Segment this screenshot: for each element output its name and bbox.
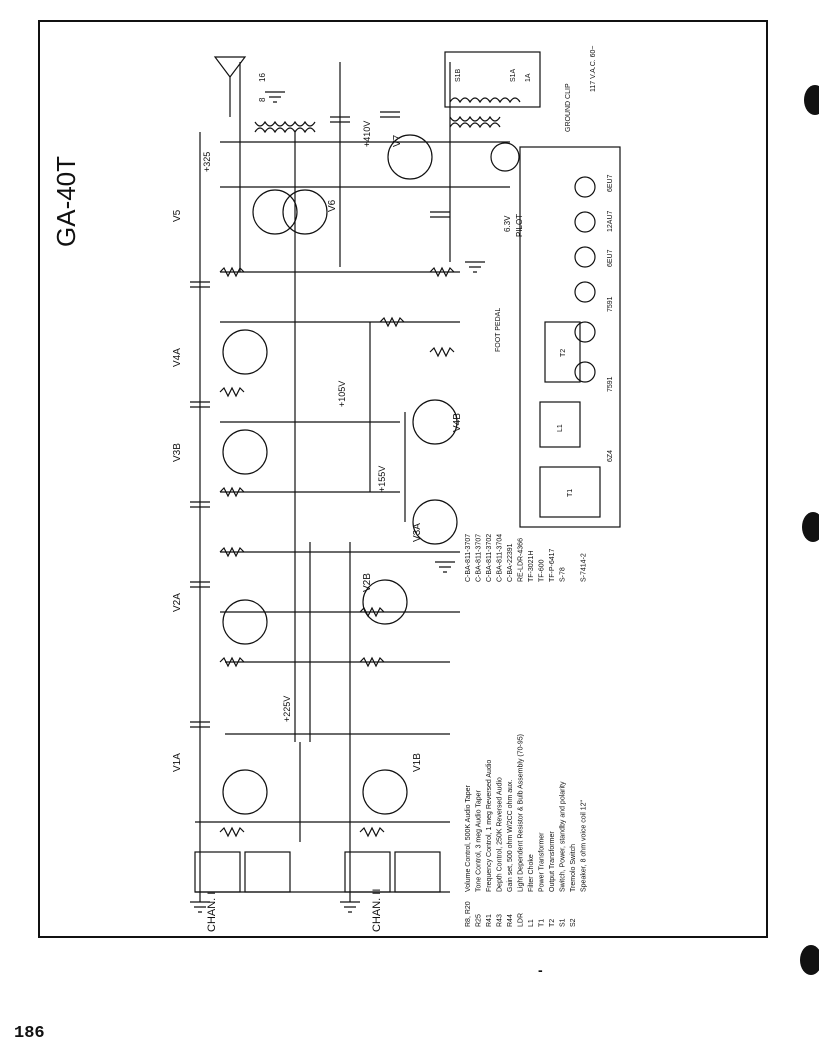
- layout-t2: T2: [560, 349, 567, 357]
- tube-label-v1a: V1A: [172, 753, 183, 772]
- parts-list-ref: T2: [549, 919, 556, 927]
- supply-label-325: +325: [202, 152, 212, 172]
- parts-list-desc: Filter Choke: [528, 854, 535, 892]
- output-labels: 6.3V PILOT 16 8: [258, 73, 524, 237]
- tube-label-v2a: V2A: [172, 593, 183, 612]
- heater-voltage-label: 6.3V: [503, 215, 512, 232]
- tap-16-label: 16: [258, 73, 267, 82]
- schematic-diagram: GA-40T CHAN. I CHAN. II V1A V1B V2A V2B …: [51, 45, 621, 932]
- binder-hole-bottom: [800, 945, 819, 975]
- tube-label-v3b: V3B: [172, 443, 183, 462]
- parts-list-part: TF-P-6417: [549, 548, 556, 582]
- layout-tube-pa2: 7591: [607, 376, 614, 392]
- parts-list-desc: Power Transformer: [539, 832, 546, 892]
- parts-list-desc: Volume Control, 500K Audio Taper: [465, 784, 472, 892]
- channel-label-1: CHAN. I: [206, 892, 218, 932]
- parts-list-part: C-BA-811-3704: [497, 534, 504, 582]
- parts-list-part: C-BA-811-3707: [476, 534, 483, 582]
- binder-hole-top: [804, 85, 819, 115]
- parts-list-ref: S1: [560, 918, 567, 927]
- layout-tube-v6: 12AU7: [607, 210, 614, 232]
- tube-label-v2b: V2B: [362, 573, 373, 592]
- channel-label-2: CHAN. II: [371, 889, 383, 932]
- tube-label-v7: V7: [392, 134, 403, 147]
- parts-list-ref: R8, R20: [465, 901, 472, 927]
- parts-list-part: C-BA-811-3707: [465, 534, 472, 582]
- foot-pedal-label: FOOT PEDAL: [495, 308, 502, 352]
- parts-list-desc: Depth Control, 250K Reversed Audio: [497, 777, 504, 892]
- supply-label-105: +105V: [337, 381, 347, 407]
- layout-tube-rect: 6Z4: [607, 450, 614, 462]
- mains-label: 117 V.A.C. 60~: [590, 45, 597, 92]
- parts-list-part: S-78: [560, 567, 567, 582]
- chassis-layout: 6EU7 12AU7 6EU7 7591 7591 6Z4 T2 L1 T1: [557, 174, 614, 497]
- page-number: 186: [14, 1024, 45, 1043]
- parts-list-ref: T1: [539, 919, 546, 927]
- s1b-label: S1B: [455, 68, 462, 82]
- layout-t1: T1: [567, 489, 574, 497]
- parts-list-desc: Output Transformer: [549, 831, 556, 892]
- parts-list-ref: LDR: [518, 913, 525, 927]
- tap-8-label: 8: [258, 97, 267, 102]
- parts-list-desc: Light Dependent Resistor & Bulb Assembly…: [518, 734, 525, 892]
- tube-label-v3a: V3A: [412, 523, 423, 542]
- layout-tube-v7: 6EU7: [607, 174, 614, 192]
- parts-list-desc: Frequency Control, 1 meg Reversed Audio: [486, 760, 493, 892]
- tube-label-v6: V6: [327, 199, 338, 212]
- tube-labels: V1A V1B V2A V2B V3A V3B V4A V4B V5 V6 V7: [172, 134, 463, 772]
- parts-list-part: S-7414-2: [581, 553, 588, 582]
- switch-labels: FOOT PEDAL 117 V.A.C. 60~ S1B S1A 1A GRO…: [455, 45, 597, 352]
- wiring: [190, 51, 621, 913]
- parts-list-ref: L1: [528, 919, 535, 927]
- tube-label-v4a: V4A: [172, 348, 183, 367]
- parts-list-part: C-BA-811-3702: [486, 534, 493, 582]
- supply-label-410: +410V: [362, 121, 372, 147]
- layout-tube-v5: 6EU7: [607, 249, 614, 267]
- schematic-title: GA-40T: [51, 156, 81, 247]
- s1a-label: S1A: [510, 68, 517, 82]
- parts-list-desc: Gain set, 500 ohm W/2CC ohm aux.: [507, 780, 514, 892]
- layout-tube-pa1: 7591: [607, 296, 614, 312]
- supply-labels: +225V +155V +105V +325 +410V: [202, 121, 387, 722]
- tube-label-v4b: V4B: [452, 413, 463, 432]
- parts-list-desc: Tremolo Switch: [570, 844, 577, 892]
- fuse-label: 1A: [525, 73, 532, 82]
- page-mark: -: [538, 962, 543, 978]
- parts-list-part: TF-600: [539, 559, 546, 582]
- parts-list-part: C-BA-22391: [507, 543, 514, 582]
- supply-label-225: +225V: [282, 696, 292, 722]
- parts-list-ref: R41: [486, 914, 493, 927]
- parts-list-part: TF-3021H: [528, 550, 535, 582]
- supply-label-155: +155V: [377, 466, 387, 492]
- tube-label-v1b: V1B: [412, 753, 423, 772]
- parts-list-part: RE-LDR-4366: [518, 538, 525, 582]
- parts-list-ref: R43: [497, 914, 504, 927]
- parts-list-desc: Tone Control, 3 meg Audio Taper: [476, 790, 483, 892]
- parts-list-ref: S2: [570, 918, 577, 927]
- tube-label-v5: V5: [172, 209, 183, 222]
- schematic-frame: GA-40T CHAN. I CHAN. II V1A V1B V2A V2B …: [38, 20, 768, 938]
- parts-list-desc: Switch, Power, standby and polarity: [560, 781, 567, 892]
- parts-list-ref: R44: [507, 914, 514, 927]
- layout-l1: L1: [557, 424, 564, 432]
- binder-hole-middle: [802, 512, 819, 542]
- parts-list: R8, R20 Volume Control, 500K Audio Taper C…: [465, 534, 588, 927]
- pilot-label: PILOT: [515, 214, 524, 237]
- parts-list-desc: Speaker, 8 ohm voice coil 12": [581, 800, 588, 892]
- ground-clip-label: GROUND CLIP: [565, 83, 572, 132]
- parts-list-ref: R25: [476, 914, 483, 927]
